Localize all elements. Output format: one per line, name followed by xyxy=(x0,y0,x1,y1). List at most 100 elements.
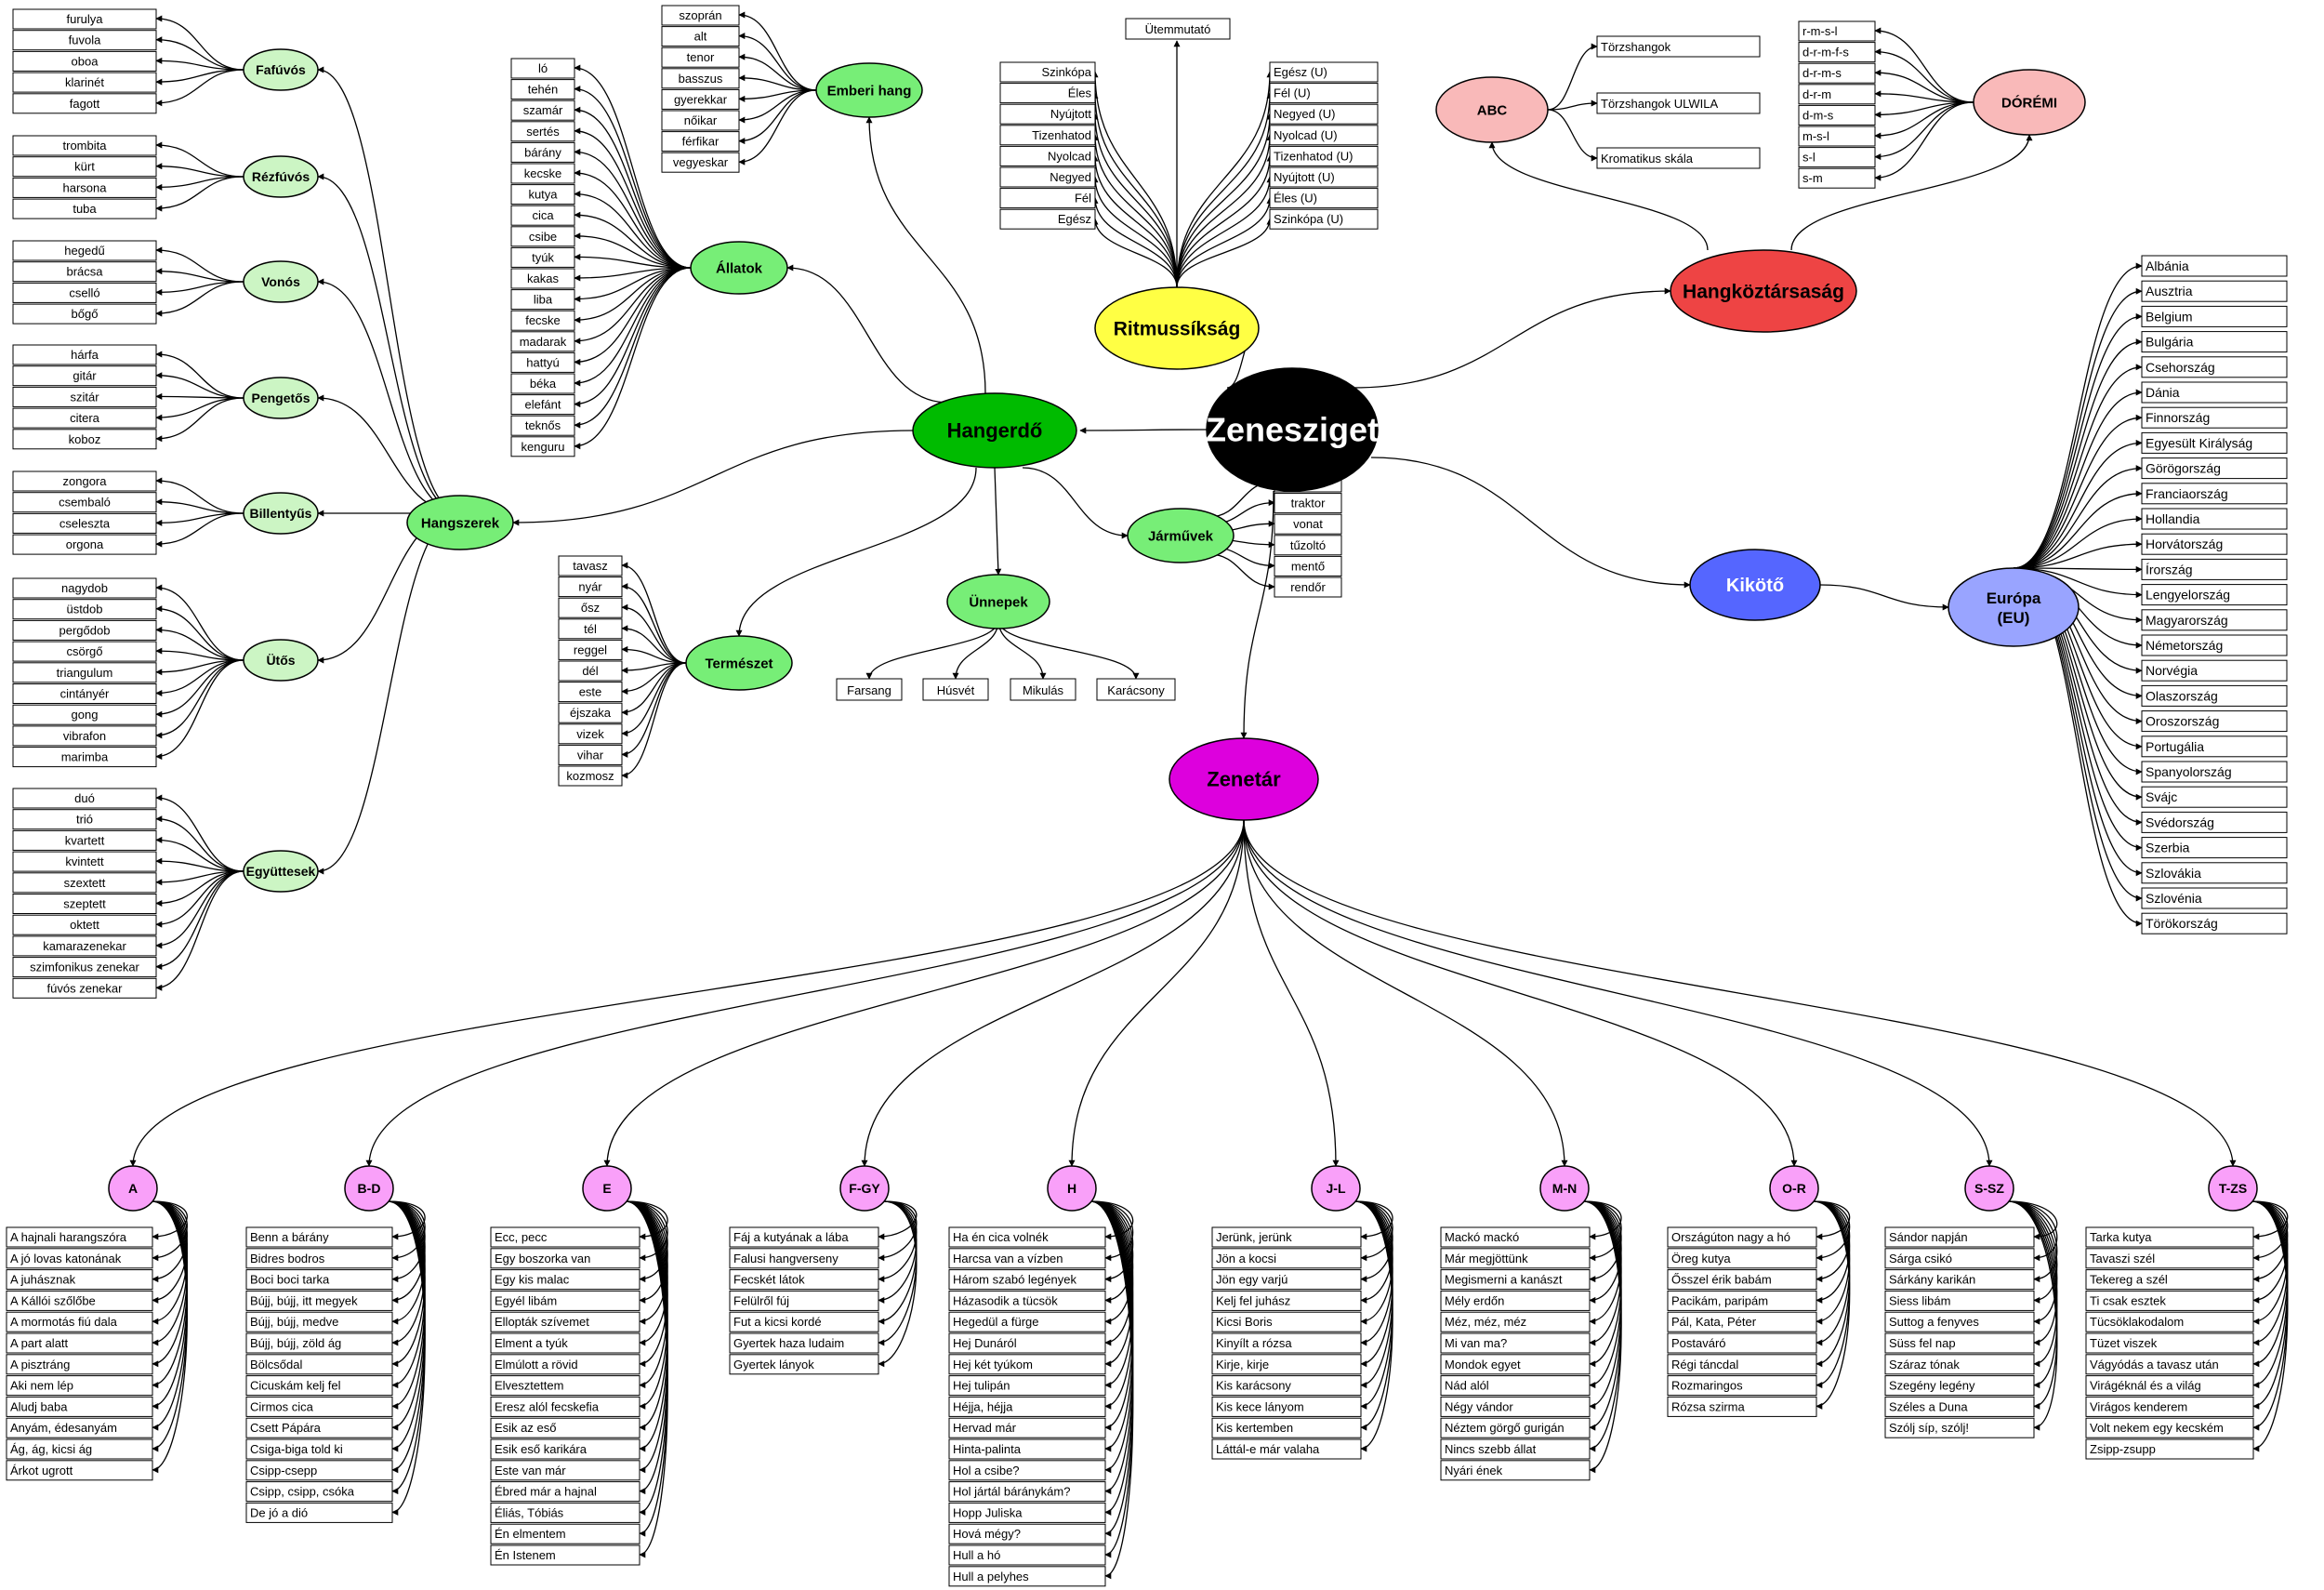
leaf-gorogorszag[interactable]: Görögország xyxy=(2141,457,2288,480)
leaf-szitar[interactable]: szitár xyxy=(12,386,157,407)
leaf-fel[interactable]: Fél xyxy=(999,188,1096,209)
leaf-tuzolto[interactable]: tűzoltó xyxy=(1274,535,1342,556)
leaf-hinta-palinta[interactable]: Hinta-palinta xyxy=(948,1438,1106,1460)
termeszet-node[interactable]: Természet xyxy=(685,635,793,691)
leaf-reggel[interactable]: reggel xyxy=(558,639,623,660)
leaf-kenguru[interactable]: kenguru xyxy=(510,436,575,457)
zenetar-node[interactable]: Zenetár xyxy=(1169,737,1319,821)
leaf-gyerekkar[interactable]: gyerekkar xyxy=(661,88,740,110)
leaf-ustdob[interactable]: üstdob xyxy=(12,599,157,620)
leaf-nyolcad-u[interactable]: Nyolcad (U) xyxy=(1269,125,1379,146)
leaf-kakas[interactable]: kakas xyxy=(510,268,575,289)
leaf-svedorszag[interactable]: Svédország xyxy=(2141,811,2288,833)
leaf-hol-a-csibe[interactable]: Hol a csibe? xyxy=(948,1460,1106,1481)
leaf-bulgaria[interactable]: Bulgária xyxy=(2141,331,2288,353)
leaf-hervad-mar[interactable]: Hervad már xyxy=(948,1417,1106,1438)
leaf-kis-kece-lanyom[interactable]: Kis kece lányom xyxy=(1211,1396,1362,1417)
leaf-szeptett[interactable]: szeptett xyxy=(12,894,157,914)
leaf-aludj-baba[interactable]: Aludj baba xyxy=(6,1396,153,1417)
leaf-szeles-a-duna[interactable]: Széles a Duna xyxy=(1884,1396,2035,1417)
leaf-ferfikar[interactable]: férfikar xyxy=(661,131,740,152)
leaf-nyujtott[interactable]: Nyújtott xyxy=(999,103,1096,125)
leaf-szamar[interactable]: szamár xyxy=(510,99,575,121)
zenetar-group-s-sz[interactable]: S-SZ xyxy=(1964,1165,2014,1212)
leaf-triangulum[interactable]: triangulum xyxy=(12,662,157,683)
leaf-ecc-pecc[interactable]: Ecc, pecc xyxy=(490,1226,640,1248)
group-pengetos[interactable]: Pengetős xyxy=(243,377,319,419)
leaf-a-pisztrang[interactable]: A pisztráng xyxy=(6,1354,153,1375)
leaf-tekereg-a-szel[interactable]: Tekereg a szél xyxy=(2085,1269,2254,1291)
leaf-sandor-napjan[interactable]: Sándor napján xyxy=(1884,1226,2035,1248)
group-fafuvos[interactable]: Fafúvós xyxy=(243,48,319,91)
leaf-kvartett[interactable]: kvartett xyxy=(12,829,157,851)
leaf-jon-a-kocsi[interactable]: Jön a kocsi xyxy=(1211,1248,1362,1269)
leaf-pacikam-paripam[interactable]: Pacikám, paripám xyxy=(1667,1290,1817,1311)
leaf-kurt[interactable]: kürt xyxy=(12,156,157,178)
leaf-faj-a-kutyanak-a-laba[interactable]: Fáj a kutyának a lába xyxy=(729,1226,879,1248)
leaf-csello[interactable]: cselló xyxy=(12,282,157,303)
leaf-olaszorszag[interactable]: Olaszország xyxy=(2141,684,2288,707)
zenetar-group-e[interactable]: E xyxy=(582,1165,632,1212)
leaf-mar-megjottunk[interactable]: Már megjöttünk xyxy=(1440,1248,1591,1269)
leaf-negyed-u[interactable]: Negyed (U) xyxy=(1269,103,1379,125)
leaf-s-m[interactable]: s-m xyxy=(1798,167,1876,189)
leaf-teknos[interactable]: teknős xyxy=(510,415,575,436)
leaf-a-kalloi-szolobe[interactable]: A Kállói szőlőbe xyxy=(6,1290,153,1311)
leaf-csett-papara[interactable]: Csett Pápára xyxy=(245,1417,393,1438)
leaf-elias-tobias[interactable]: Éliás, Tóbiás xyxy=(490,1502,640,1523)
leaf-dania[interactable]: Dánia xyxy=(2141,381,2288,404)
leaf-del[interactable]: dél xyxy=(558,660,623,682)
leaf-mondok-egyet[interactable]: Mondok egyet xyxy=(1440,1354,1591,1375)
leaf-vibrafon[interactable]: vibrafon xyxy=(12,725,157,747)
leaf-ausztria[interactable]: Ausztria xyxy=(2141,280,2288,302)
leaf-hegedu[interactable]: hegedű xyxy=(12,240,157,261)
leaf-vegyeskar[interactable]: vegyeskar xyxy=(661,152,740,173)
leaf-cica[interactable]: cica xyxy=(510,205,575,226)
zenetar-group-j-l[interactable]: J-L xyxy=(1311,1165,1361,1212)
leaf-alt[interactable]: alt xyxy=(661,26,740,47)
leaf-sertes[interactable]: sertés xyxy=(510,121,575,142)
leaf-eles[interactable]: Éles xyxy=(999,83,1096,104)
leaf-eles-u[interactable]: Éles (U) xyxy=(1269,188,1379,209)
leaf-nemetorszag[interactable]: Németország xyxy=(2141,634,2288,656)
zenetar-group-o-r[interactable]: O-R xyxy=(1769,1165,1819,1212)
leaf-harsona[interactable]: harsona xyxy=(12,177,157,198)
leaf-arkot-ugrott[interactable]: Árkot ugrott xyxy=(6,1460,153,1481)
leaf-kromatikus-skala[interactable]: Kromatikus skála xyxy=(1596,147,1761,169)
leaf-s-l[interactable]: s-l xyxy=(1798,147,1876,168)
leaf-fuvola[interactable]: fuvola xyxy=(12,30,157,51)
hangerdo-node[interactable]: Hangerdő xyxy=(912,392,1077,469)
leaf-kozmosz[interactable]: kozmosz xyxy=(558,765,623,787)
leaf-fel-u[interactable]: Fél (U) xyxy=(1269,83,1379,104)
leaf-anyam-edesanyam[interactable]: Anyám, édesanyám xyxy=(6,1417,153,1438)
leaf-orgona[interactable]: orgona xyxy=(12,534,157,555)
leaf-d-m-s[interactable]: d-m-s xyxy=(1798,104,1876,126)
leaf-sarga-csiko[interactable]: Sárga csikó xyxy=(1884,1248,2035,1269)
leaf-tenor[interactable]: tenor xyxy=(661,46,740,68)
zenetar-group-f-gy[interactable]: F-GY xyxy=(839,1165,890,1212)
group-vonos[interactable]: Vonós xyxy=(243,260,319,303)
leaf-nyari-enek[interactable]: Nyári ének xyxy=(1440,1460,1591,1481)
leaf-harcsa-van-a-vizben[interactable]: Harcsa van a vízben xyxy=(948,1248,1106,1269)
leaf-ebred-mar-a-hajnal[interactable]: Ébred már a hajnal xyxy=(490,1481,640,1503)
leaf-osszel-erik-babam[interactable]: Ősszel érik babám xyxy=(1667,1269,1817,1291)
leaf-nyujtott-u[interactable]: Nyújtott (U) xyxy=(1269,166,1379,188)
leaf-klarinet[interactable]: klarinét xyxy=(12,72,157,93)
leaf-en-istenem[interactable]: Én Istenem xyxy=(490,1544,640,1566)
leaf-hej-tulipan[interactable]: Hej tulipán xyxy=(948,1375,1106,1397)
leaf-macko-macko[interactable]: Mackó mackó xyxy=(1440,1226,1591,1248)
leaf-postavaro[interactable]: Postaváró xyxy=(1667,1332,1817,1354)
leaf-kecske[interactable]: kecske xyxy=(510,163,575,184)
leaf-este[interactable]: este xyxy=(558,682,623,703)
leaf-trombita[interactable]: trombita xyxy=(12,135,157,156)
leaf-nyar[interactable]: nyár xyxy=(558,576,623,598)
leaf-bidres-bodros[interactable]: Bidres bodros xyxy=(245,1248,393,1269)
leaf-tehen[interactable]: tehén xyxy=(510,79,575,100)
leaf-nincs-szebb-allat[interactable]: Nincs szebb állat xyxy=(1440,1438,1591,1460)
leaf-eresz-alol-fecskefia[interactable]: Eresz alól fecskefia xyxy=(490,1396,640,1417)
leaf-aki-nem-lep[interactable]: Aki nem lép xyxy=(6,1375,153,1397)
leaf-suttog-a-fenyves[interactable]: Suttog a fenyves xyxy=(1884,1311,2035,1332)
leaf-siess-libam[interactable]: Siess libám xyxy=(1884,1290,2035,1311)
leaf-rozsa-szirma[interactable]: Rózsa szirma xyxy=(1667,1396,1817,1417)
leaf-hazasodik-a-tucsok[interactable]: Házasodik a tücsök xyxy=(948,1290,1106,1311)
